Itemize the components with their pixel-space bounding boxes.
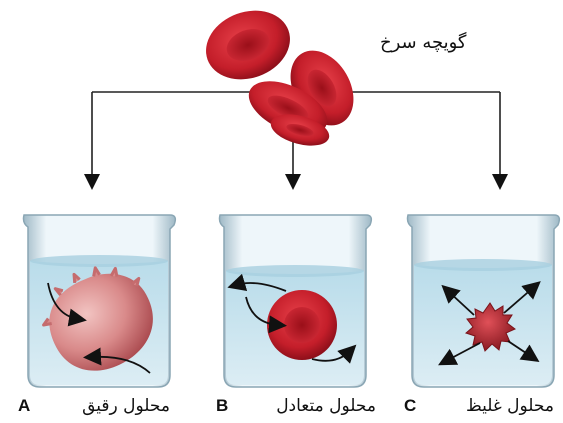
label-b: B محلول متعادل — [216, 396, 376, 420]
rbc-title: گویچه سرخ — [380, 32, 467, 53]
beaker-c — [408, 215, 560, 387]
red-blood-cell-cluster — [196, 0, 366, 151]
label-a-letter: A — [18, 396, 30, 416]
label-c-text: محلول غلیظ — [466, 396, 554, 416]
beaker-b — [220, 215, 372, 387]
label-b-letter: B — [216, 396, 228, 416]
label-b-text: محلول متعادل — [276, 396, 376, 416]
label-a-text: محلول رقیق — [82, 396, 170, 416]
label-c-letter: C — [404, 396, 416, 416]
label-c: C محلول غلیظ — [404, 396, 554, 420]
label-a: A محلول رقیق — [18, 396, 170, 420]
beaker-a — [24, 215, 176, 387]
